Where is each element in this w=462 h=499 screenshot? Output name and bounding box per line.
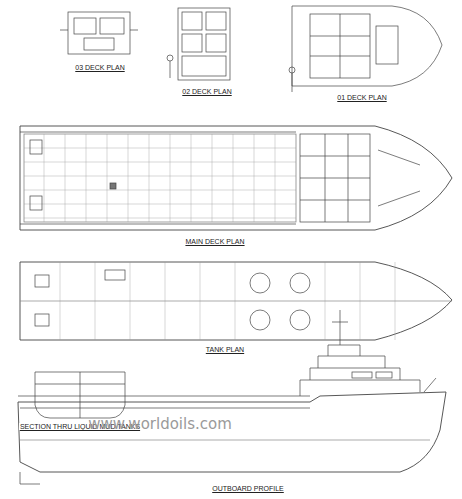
grid-line bbox=[65, 134, 66, 222]
grid-line bbox=[24, 218, 296, 219]
grid-line bbox=[325, 262, 326, 340]
grid-line bbox=[200, 262, 201, 340]
grid-line bbox=[360, 262, 361, 340]
watermark: www.worldoils.com bbox=[88, 417, 232, 432]
view-title: TANK PLAN bbox=[205, 346, 245, 353]
grid-line bbox=[235, 262, 236, 340]
grid-line bbox=[191, 134, 192, 222]
view-title: MAIN DECK PLAN bbox=[184, 238, 245, 245]
mud-tank-section bbox=[35, 372, 125, 418]
grid-line bbox=[165, 262, 166, 340]
grid-line bbox=[24, 204, 296, 205]
outboard-profile bbox=[18, 310, 446, 484]
grid-line bbox=[95, 262, 96, 340]
view-title: 03 DECK PLAN bbox=[74, 64, 125, 71]
grid-line bbox=[254, 134, 255, 222]
view-title: 01 DECK PLAN bbox=[336, 94, 387, 101]
main-deck-plan bbox=[20, 126, 452, 230]
grid-line bbox=[212, 134, 213, 222]
tank-plan bbox=[20, 262, 452, 340]
view-title: 02 DECK PLAN bbox=[181, 88, 232, 95]
grid-line bbox=[170, 134, 171, 222]
grid-line bbox=[24, 176, 296, 177]
view-title: OUTBOARD PROFILE bbox=[211, 485, 285, 492]
grid-line bbox=[130, 262, 131, 340]
deck-03-plan bbox=[60, 12, 138, 54]
grid-line bbox=[275, 134, 276, 222]
grid-line bbox=[24, 190, 296, 191]
grid-line bbox=[24, 148, 296, 149]
deck-01-plan bbox=[289, 6, 442, 92]
grid-line bbox=[44, 134, 45, 222]
grid-line bbox=[233, 134, 234, 222]
deck-02-plan bbox=[167, 8, 230, 80]
grid-line bbox=[107, 134, 108, 222]
grid-line bbox=[149, 134, 150, 222]
grid-line bbox=[24, 162, 296, 163]
grid-line bbox=[60, 262, 61, 340]
grid-line bbox=[395, 262, 396, 340]
grid-line bbox=[86, 134, 87, 222]
grid-line bbox=[128, 134, 129, 222]
